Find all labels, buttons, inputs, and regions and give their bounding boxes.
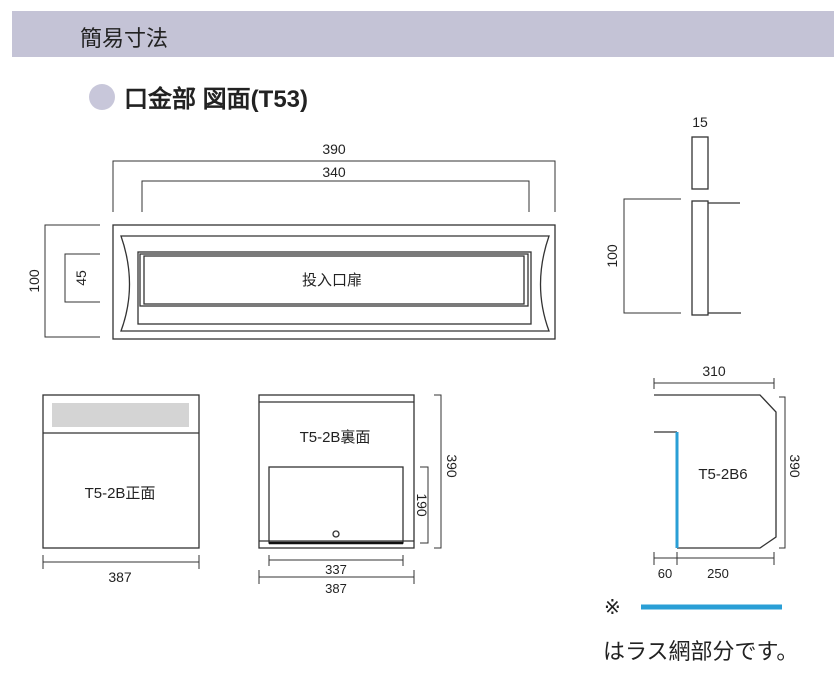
dim-340: 340	[322, 164, 346, 180]
dim-387-front: 387	[108, 569, 132, 585]
dim-100-side: 100	[604, 244, 620, 268]
box-side-label: T5-2B6	[698, 466, 747, 483]
legend: ※ はラス網部分です。	[603, 597, 798, 664]
box-front-label: T5-2B正面	[85, 485, 156, 502]
dim-250: 250	[707, 566, 729, 581]
dim-387-back: 387	[325, 581, 347, 596]
dim-190: 190	[414, 493, 430, 517]
box-front-view: T5-2B正面 387	[42, 394, 200, 585]
dim-390: 390	[322, 141, 346, 157]
slot-side-view: 15 100	[604, 114, 741, 316]
box-side-view: 310 T5-2B6 390 60 250	[653, 363, 803, 581]
dim-337: 337	[325, 562, 347, 577]
box-back-label: T5-2B裏面	[300, 428, 371, 446]
dim-60: 60	[658, 566, 672, 581]
header-title: 簡易寸法	[80, 26, 168, 51]
header-bar	[12, 11, 834, 57]
dim-310: 310	[702, 363, 726, 379]
dim-45: 45	[73, 270, 89, 286]
section-title: 口金部 図面(T53)	[124, 85, 308, 113]
legend-text: はラス網部分です。	[603, 639, 798, 664]
legend-mark: ※	[604, 597, 621, 619]
dim-15: 15	[692, 114, 708, 130]
dim-390-back: 390	[444, 454, 460, 478]
box-back-view: T5-2B裏面 190 390 337 387	[258, 394, 460, 596]
slot-front-view: 390 340 投入口扉 100 45	[26, 141, 556, 340]
dim-390-side: 390	[787, 454, 803, 478]
bullet-icon	[89, 84, 115, 110]
dim-100: 100	[26, 269, 42, 293]
slot-door-label: 投入口扉	[302, 272, 362, 289]
